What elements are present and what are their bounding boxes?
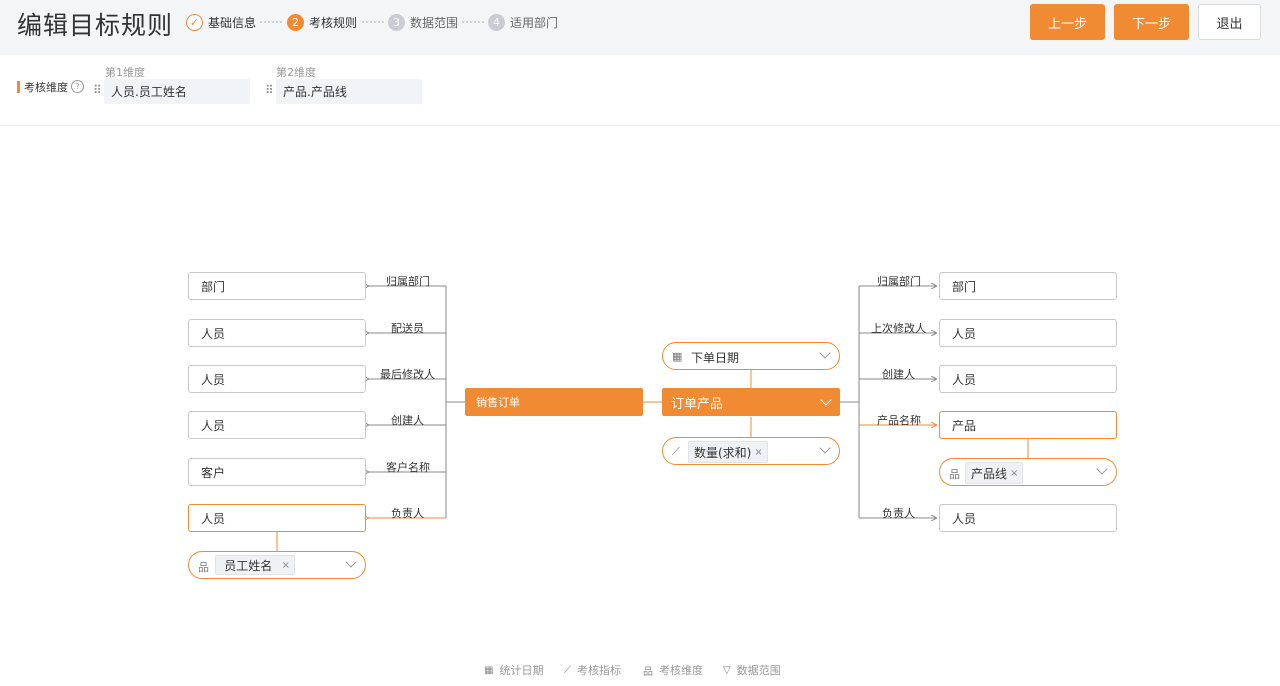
dim2-field[interactable]: 产品.产品线	[276, 79, 422, 104]
check-icon: ✓	[186, 13, 203, 31]
link-label: 归属部门	[877, 275, 921, 288]
link-label: 客户名称	[386, 461, 430, 474]
step-label: 数据范围	[410, 15, 459, 30]
next-button[interactable]: 下一步	[1114, 4, 1189, 40]
entity-node[interactable]: 人员	[939, 504, 1117, 532]
link-label: 归属部门	[386, 275, 430, 288]
step-label: 适用部门	[510, 15, 559, 30]
dimension-tag: 员工姓名 ×	[215, 555, 295, 575]
step-number: 2	[287, 13, 304, 31]
calendar-icon: ▦	[484, 664, 494, 676]
entity-node[interactable]: 人员	[188, 411, 366, 439]
entity-node[interactable]: 部门	[939, 272, 1117, 300]
link-label: 负责人	[391, 507, 424, 520]
line-chart-icon: ⟋	[564, 664, 571, 676]
step-rules[interactable]: 2 考核规则	[287, 12, 357, 32]
tag-label: 员工姓名	[224, 558, 273, 573]
link-label: 创建人	[391, 414, 424, 427]
link-label: 产品名称	[877, 414, 921, 427]
step-basic-info[interactable]: ✓ 基础信息	[186, 12, 256, 32]
dimension-tag: 产品线 ×	[965, 462, 1024, 484]
dimension-label: 考核维度	[24, 81, 68, 94]
filter-icon: ▽	[723, 664, 731, 676]
top-bar: 编辑目标规则 ✓ 基础信息 2 考核规则 3 数据范围 4 适用部门 上一步 下…	[0, 0, 1280, 56]
legend-label: 统计日期	[499, 664, 544, 677]
entity-node-selected[interactable]: 产品	[939, 411, 1117, 439]
dim2-caption: 第2维度	[276, 66, 316, 79]
help-icon[interactable]: ?	[71, 80, 84, 93]
entity-node[interactable]: 客户	[188, 458, 366, 486]
link-label: 上次修改人	[871, 322, 926, 335]
close-icon[interactable]: ×	[1010, 467, 1019, 479]
step-connector	[362, 21, 384, 23]
link-label: 创建人	[882, 368, 915, 381]
section-marker	[17, 81, 20, 93]
chevron-down-icon[interactable]	[819, 347, 831, 359]
link-label: 负责人	[882, 507, 915, 520]
exit-button[interactable]: 退出	[1198, 4, 1261, 40]
entity-node[interactable]: 人员	[188, 365, 366, 393]
step-data-range[interactable]: 3 数据范围	[388, 12, 458, 32]
dimension-select[interactable]: 品 员工姓名 ×	[188, 551, 366, 579]
chevron-down-icon[interactable]	[820, 394, 832, 406]
legend-data-range: ▽ 数据范围	[723, 662, 781, 678]
date-field-select[interactable]: ▦ 下单日期	[662, 342, 840, 370]
legend-label: 考核维度	[659, 664, 703, 677]
step-connector	[260, 21, 282, 23]
close-icon[interactable]: ×	[754, 446, 763, 458]
step-number: 3	[388, 13, 405, 31]
entity-node[interactable]: 部门	[188, 272, 366, 300]
product-node-label: 订单产品	[671, 396, 724, 412]
step-connector	[462, 21, 484, 23]
entity-node[interactable]: 人员	[188, 319, 366, 347]
legend-label: 数据范围	[736, 664, 781, 677]
legend-stat-date: ▦ 统计日期	[484, 662, 543, 678]
step-label: 考核规则	[309, 15, 358, 30]
entity-node[interactable]: 人员	[939, 365, 1117, 393]
step-label: 基础信息	[208, 15, 257, 30]
hierarchy-icon: 品	[949, 468, 960, 481]
step-number: 4	[488, 13, 505, 31]
dim1-field[interactable]: 人员.员工姓名	[104, 79, 250, 104]
date-field-label: 下单日期	[691, 351, 740, 365]
product-node[interactable]: 订单产品	[662, 388, 840, 416]
prev-button[interactable]: 上一步	[1030, 4, 1105, 40]
close-icon[interactable]: ×	[281, 559, 290, 571]
metric-select[interactable]: ⟋ 数量(求和) ×	[662, 437, 840, 465]
entity-node[interactable]: 人员	[939, 319, 1117, 347]
legend-metric: ⟋ 考核指标	[564, 662, 621, 678]
tag-label: 产品线	[971, 466, 1008, 481]
dimension-bar: 考核维度 ? 第1维度 ⠿ 人员.员工姓名 第2维度 ⠿ 产品.产品线	[0, 55, 1280, 126]
source-node[interactable]: 销售订单	[465, 388, 643, 416]
calendar-icon: ▦	[672, 350, 683, 363]
tag-label: 数量(求和)	[694, 445, 752, 460]
legend-label: 考核指标	[577, 664, 621, 677]
chevron-down-icon[interactable]	[1096, 463, 1108, 475]
hierarchy-icon: 品	[198, 561, 209, 574]
drag-handle-icon[interactable]: ⠿	[93, 83, 102, 97]
page-title: 编辑目标规则	[17, 11, 174, 40]
dimension-select[interactable]: 品 产品线 ×	[939, 458, 1117, 486]
entity-node-selected[interactable]: 人员	[188, 504, 366, 532]
drag-handle-icon[interactable]: ⠿	[265, 83, 274, 97]
chevron-down-icon[interactable]	[819, 442, 831, 454]
chevron-down-icon[interactable]	[345, 556, 357, 568]
hierarchy-icon: 品	[643, 666, 653, 678]
step-departments[interactable]: 4 适用部门	[488, 12, 558, 32]
metric-tag: 数量(求和) ×	[688, 441, 768, 463]
legend-dimension: 品 考核维度	[643, 662, 703, 678]
link-label: 最后修改人	[380, 368, 435, 381]
line-chart-icon: ⟋	[672, 445, 680, 458]
link-label: 配送员	[391, 322, 424, 335]
dim1-caption: 第1维度	[105, 66, 145, 79]
